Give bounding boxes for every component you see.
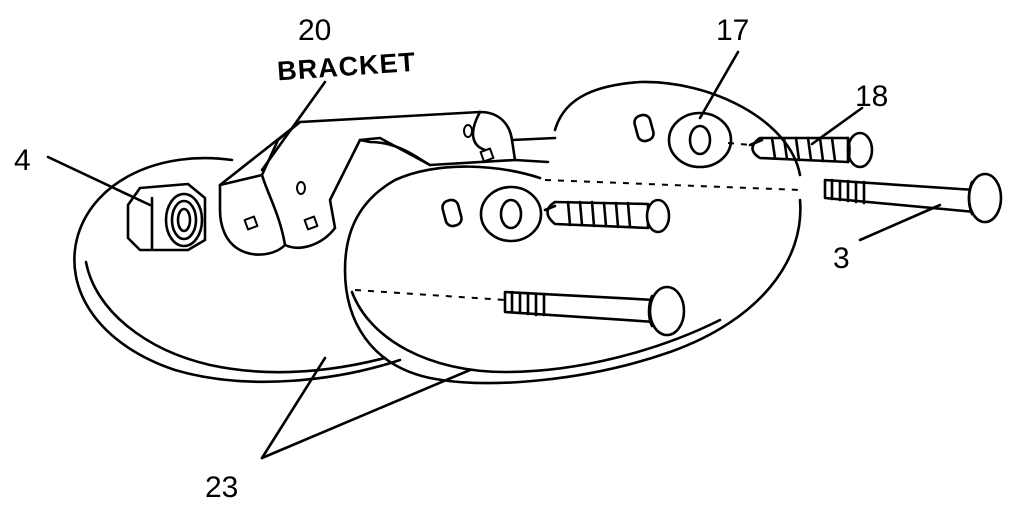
bolt-lower [503, 285, 686, 337]
bracket-word-label: BRACKET [276, 47, 417, 87]
upper-washer [633, 111, 733, 169]
callout-3: 3 [833, 242, 850, 275]
leader-23-right [260, 368, 472, 460]
axis-line-lower [354, 289, 506, 301]
callout-23: 23 [205, 471, 238, 504]
axis-line-washer [727, 142, 753, 146]
bolt-right [823, 172, 1003, 224]
leader-3 [858, 203, 942, 242]
callout-20: 20 [298, 14, 331, 47]
leader-23-left [260, 356, 327, 460]
leader-20 [260, 80, 327, 172]
bracket [218, 110, 557, 256]
leader-4 [46, 155, 152, 207]
blade-front [343, 80, 802, 385]
upper-screw [748, 131, 874, 169]
callout-18: 18 [855, 80, 888, 113]
leader-18 [810, 106, 864, 146]
callout-17: 17 [716, 14, 749, 47]
blade-rear [73, 156, 402, 384]
lower-washer [441, 185, 543, 243]
callout-4: 4 [14, 144, 31, 177]
leader-17 [698, 50, 740, 120]
axis-line-upper [544, 179, 801, 191]
lower-screw [543, 198, 671, 234]
hex-nut [126, 182, 207, 252]
